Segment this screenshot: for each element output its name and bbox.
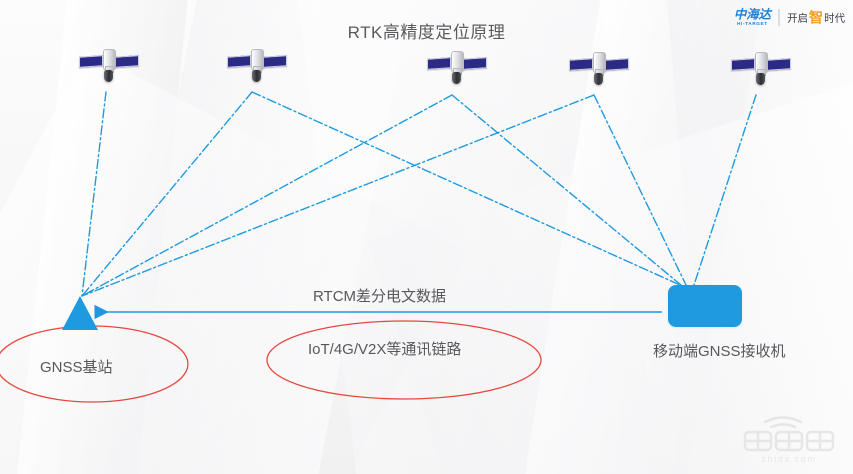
logo-brand: 中海达 HI-TARGET (734, 8, 771, 27)
satellite-icon-1 (78, 44, 140, 90)
logo-tagline: 开启智时代 (787, 10, 845, 25)
satellite-icon-4 (568, 47, 630, 93)
logo-tagline-highlight: 智 (808, 9, 824, 27)
solar-panel-left (569, 58, 593, 71)
solar-panel-left (227, 55, 251, 68)
signal-line-sat2-base (81, 91, 253, 297)
annotation-ellipse-link (266, 320, 542, 400)
comm-link-label: IoT/4G/V2X等通讯链路 (308, 341, 462, 358)
satellite-icon-2 (226, 44, 288, 90)
solar-panel-left (79, 55, 103, 68)
solar-panel-left (427, 57, 451, 70)
solar-panel-right (263, 55, 287, 68)
satellite-antenna (252, 70, 261, 82)
signal-line-sat4-rover (593, 94, 687, 286)
gnss-rover-receiver-icon (668, 285, 742, 327)
signal-lines-base (81, 91, 595, 297)
solar-panel-right (115, 55, 139, 68)
satellite-icon-3 (426, 46, 488, 92)
logo-divider (778, 8, 780, 27)
signal-line-sat3-rover (451, 94, 682, 286)
rtcm-data-label: RTCM差分电文数据 (313, 288, 447, 305)
satellite-antenna (594, 73, 603, 85)
satellite-antenna (104, 70, 113, 82)
satellite-antenna (756, 73, 765, 85)
hi-target-logo: 中海达 HI-TARGET 开启智时代 (734, 8, 845, 27)
signal-line-sat5-rover (693, 94, 757, 286)
signal-lines-rover (251, 91, 757, 286)
zhidx-watermark: zhidx.com (743, 416, 835, 464)
signal-line-sat2-rover (251, 91, 681, 286)
signal-line-sat1-base (81, 91, 107, 297)
solar-panel-right (605, 58, 629, 71)
base-station-label: GNSS基站 (40, 359, 113, 376)
satellite-antenna (452, 72, 461, 84)
logo-tagline-suffix: 时代 (824, 12, 845, 25)
logo-brand-en: HI-TARGET (737, 21, 768, 27)
logo-tagline-prefix: 开启 (787, 12, 808, 25)
rover-label: 移动端GNSS接收机 (653, 343, 786, 360)
solar-panel-right (767, 58, 791, 71)
page-title: RTK高精度定位原理 (347, 23, 506, 42)
solar-panel-right (463, 57, 487, 70)
satellite-icon-5 (730, 47, 792, 93)
watermark-url: zhidx.com (762, 454, 817, 464)
gnss-base-station-icon (62, 296, 98, 330)
logo-brand-cn: 中海达 (733, 7, 771, 22)
signal-line-sat4-base (81, 94, 595, 297)
solar-panel-left (731, 58, 755, 71)
signal-line-sat3-base (81, 94, 453, 297)
